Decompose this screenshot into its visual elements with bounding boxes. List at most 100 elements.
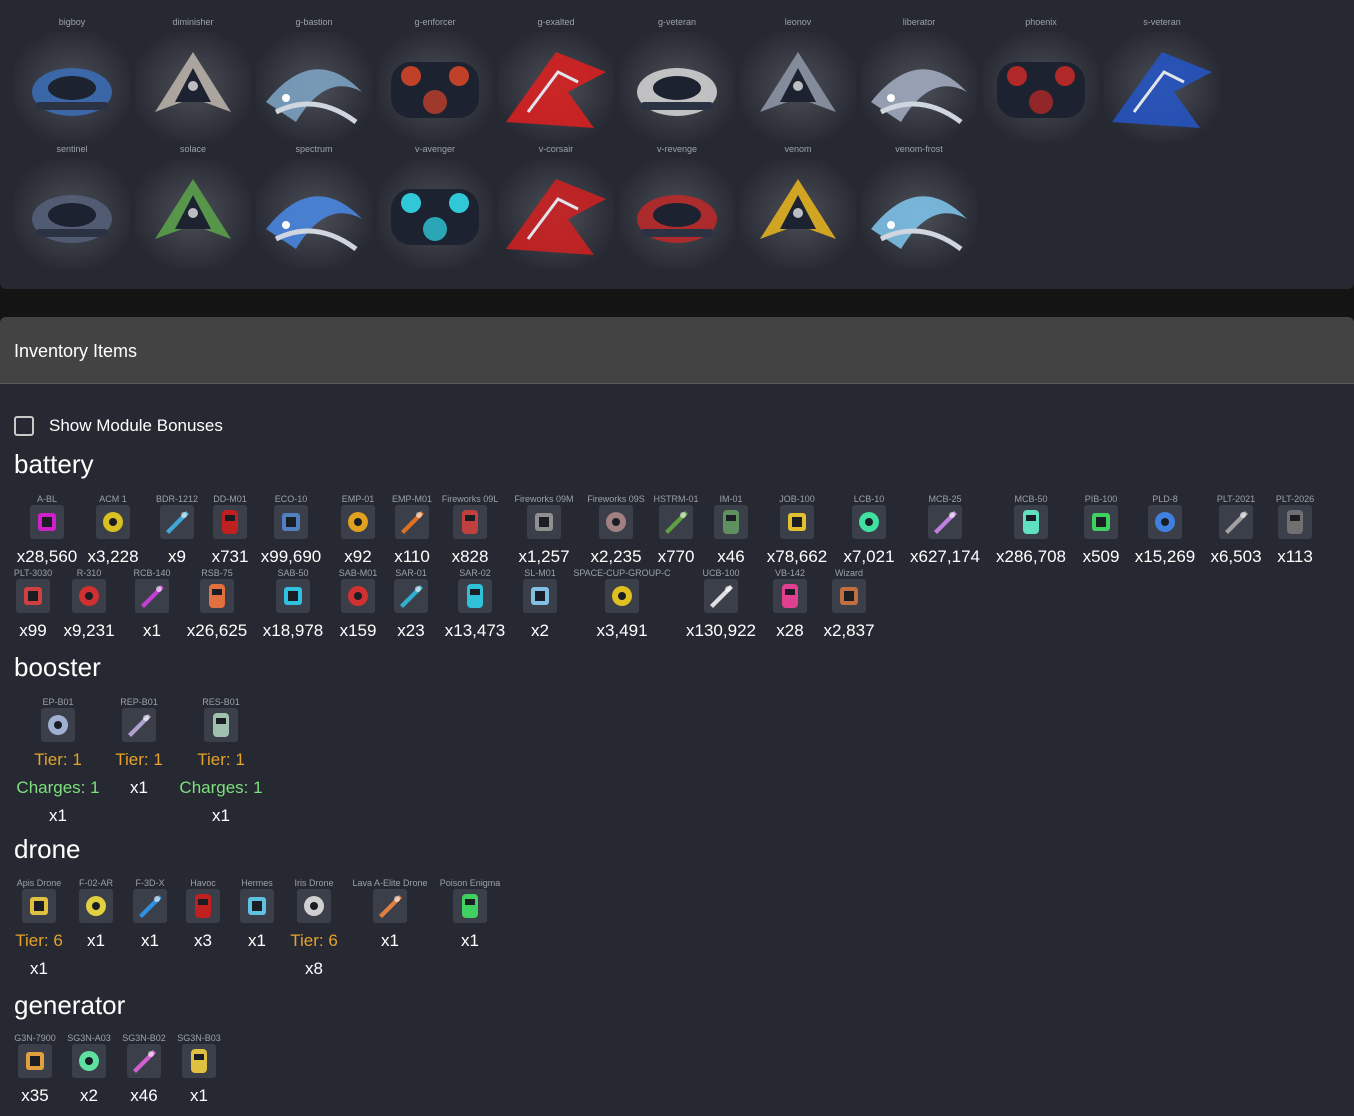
item-name: RCB-140 (133, 568, 171, 578)
item-sg3n-b03-icon[interactable] (182, 1044, 216, 1078)
item-a-bl-icon[interactable] (30, 505, 64, 539)
ship-solace-icon[interactable] (135, 159, 251, 269)
item-quantity: x8 (305, 959, 323, 978)
item-name: ECO-10 (274, 494, 308, 504)
item-sab-m01-icon[interactable] (341, 579, 375, 613)
ship-spectrum-icon[interactable] (256, 159, 372, 269)
item-f-3d-x-icon[interactable] (133, 889, 167, 923)
item-fireworks-09m-icon[interactable] (527, 505, 561, 539)
item-quantity: x1 (212, 806, 230, 825)
item-name: G3N-7900 (14, 1033, 56, 1043)
item-vb-142-icon[interactable] (773, 579, 807, 613)
item-g3n-7900-icon[interactable] (18, 1044, 52, 1078)
item-havoc-icon[interactable] (186, 889, 220, 923)
item-name: DD-M01 (213, 494, 247, 504)
item-name: SPACE-CUP-GROUP-C (573, 568, 671, 578)
item-emp-01-icon[interactable] (341, 505, 375, 539)
item-name: SAB-M01 (338, 568, 378, 578)
item-job-100-icon[interactable] (780, 505, 814, 539)
item-name: Havoc (190, 878, 216, 888)
item-plt-3030-icon[interactable] (16, 579, 50, 613)
item-quantity: x286,708 (996, 547, 1066, 566)
item-acm-1-icon[interactable] (96, 505, 130, 539)
item-mcb-25-icon[interactable] (928, 505, 962, 539)
item-quantity: x35 (21, 1086, 49, 1105)
item-im-01-icon[interactable] (714, 505, 748, 539)
ship-diminisher-icon[interactable] (135, 32, 251, 142)
item-quantity: x1,257 (518, 547, 570, 566)
ship-g-enforcer-icon[interactable] (377, 32, 493, 142)
item-quantity: x1 (30, 959, 48, 978)
ship-v-corsair-icon[interactable] (498, 159, 614, 269)
item-fireworks-09s-icon[interactable] (599, 505, 633, 539)
item-fireworks-09l-icon[interactable] (453, 505, 487, 539)
item-dd-m01-icon[interactable] (213, 505, 247, 539)
item-ucb-100-icon[interactable] (704, 579, 738, 613)
ship-venom-frost-icon[interactable] (861, 159, 977, 269)
show-module-bonuses-checkbox[interactable] (14, 416, 34, 436)
item-plt-2026-icon[interactable] (1278, 505, 1312, 539)
item-r-310-icon[interactable] (72, 579, 106, 613)
item-charges: Charges: 1 (16, 778, 100, 797)
item-quantity: x1 (143, 621, 161, 640)
item-wizard-icon[interactable] (832, 579, 866, 613)
ship-bigboy-icon[interactable] (14, 32, 130, 142)
item-bdr-1212-icon[interactable] (160, 505, 194, 539)
ship-name: sentinel (56, 144, 88, 154)
item-sg3n-b02-icon[interactable] (127, 1044, 161, 1078)
item-quantity: x23 (397, 621, 425, 640)
item-hstrm-01-icon[interactable] (659, 505, 693, 539)
ship-g-exalted-icon[interactable] (498, 32, 614, 142)
item-sg3n-a03-icon[interactable] (72, 1044, 106, 1078)
item-space-cup-group-c-icon[interactable] (605, 579, 639, 613)
item-plt-2021-icon[interactable] (1219, 505, 1253, 539)
item-name: PIB-100 (1084, 494, 1118, 504)
item-name: IM-01 (719, 494, 743, 504)
item-sar-02-icon[interactable] (458, 579, 492, 613)
item-poison-enigma-icon[interactable] (453, 889, 487, 923)
item-rep-b01-icon[interactable] (122, 708, 156, 742)
item-mcb-50-icon[interactable] (1014, 505, 1048, 539)
ship-liberator-icon[interactable] (861, 32, 977, 142)
ship-g-veteran-icon[interactable] (619, 32, 735, 142)
item-quantity: x509 (1082, 547, 1120, 566)
item-ep-b01-icon[interactable] (41, 708, 75, 742)
item-name: EP-B01 (42, 697, 74, 707)
ship-venom-icon[interactable] (740, 159, 856, 269)
category-title-generator: generator (14, 990, 126, 1020)
item-pld-8-icon[interactable] (1148, 505, 1182, 539)
ship-g-bastion-icon[interactable] (256, 32, 372, 142)
ship-v-revenge-icon[interactable] (619, 159, 735, 269)
ship-v-avenger-icon[interactable] (377, 159, 493, 269)
item-quantity: x28,560 (16, 547, 78, 566)
item-emp-m01-icon[interactable] (395, 505, 429, 539)
item-iris-drone-icon[interactable] (297, 889, 331, 923)
item-quantity: x770 (657, 547, 695, 566)
item-lcb-10-icon[interactable] (852, 505, 886, 539)
ship-phoenix-icon[interactable] (983, 32, 1099, 142)
ship-name: bigboy (58, 17, 86, 27)
item-rcb-140-icon[interactable] (135, 579, 169, 613)
ship-name: g-veteran (657, 17, 697, 27)
item-f-02-ar-icon[interactable] (79, 889, 113, 923)
item-name: Hermes (241, 878, 273, 888)
ship-leonov-icon[interactable] (740, 32, 856, 142)
item-name: Wizard (834, 568, 864, 578)
item-eco-10-icon[interactable] (274, 505, 308, 539)
show-module-bonuses-toggle[interactable]: Show Module Bonuses (14, 416, 223, 436)
item-apis-drone-icon[interactable] (22, 889, 56, 923)
item-quantity: x1 (461, 931, 479, 950)
item-sl-m01-icon[interactable] (523, 579, 557, 613)
ship-s-veteran-icon[interactable] (1104, 32, 1220, 142)
item-sab-50-icon[interactable] (276, 579, 310, 613)
item-hermes-icon[interactable] (240, 889, 274, 923)
item-pib-100-icon[interactable] (1084, 505, 1118, 539)
item-quantity: x1 (190, 1086, 208, 1105)
item-name: SAR-01 (395, 568, 427, 578)
item-lava-a-elite-drone-icon[interactable] (373, 889, 407, 923)
item-sar-01-icon[interactable] (394, 579, 428, 613)
ship-sentinel-icon[interactable] (14, 159, 130, 269)
item-res-b01-icon[interactable] (204, 708, 238, 742)
item-rsb-75-icon[interactable] (200, 579, 234, 613)
item-name: REP-B01 (120, 697, 158, 707)
